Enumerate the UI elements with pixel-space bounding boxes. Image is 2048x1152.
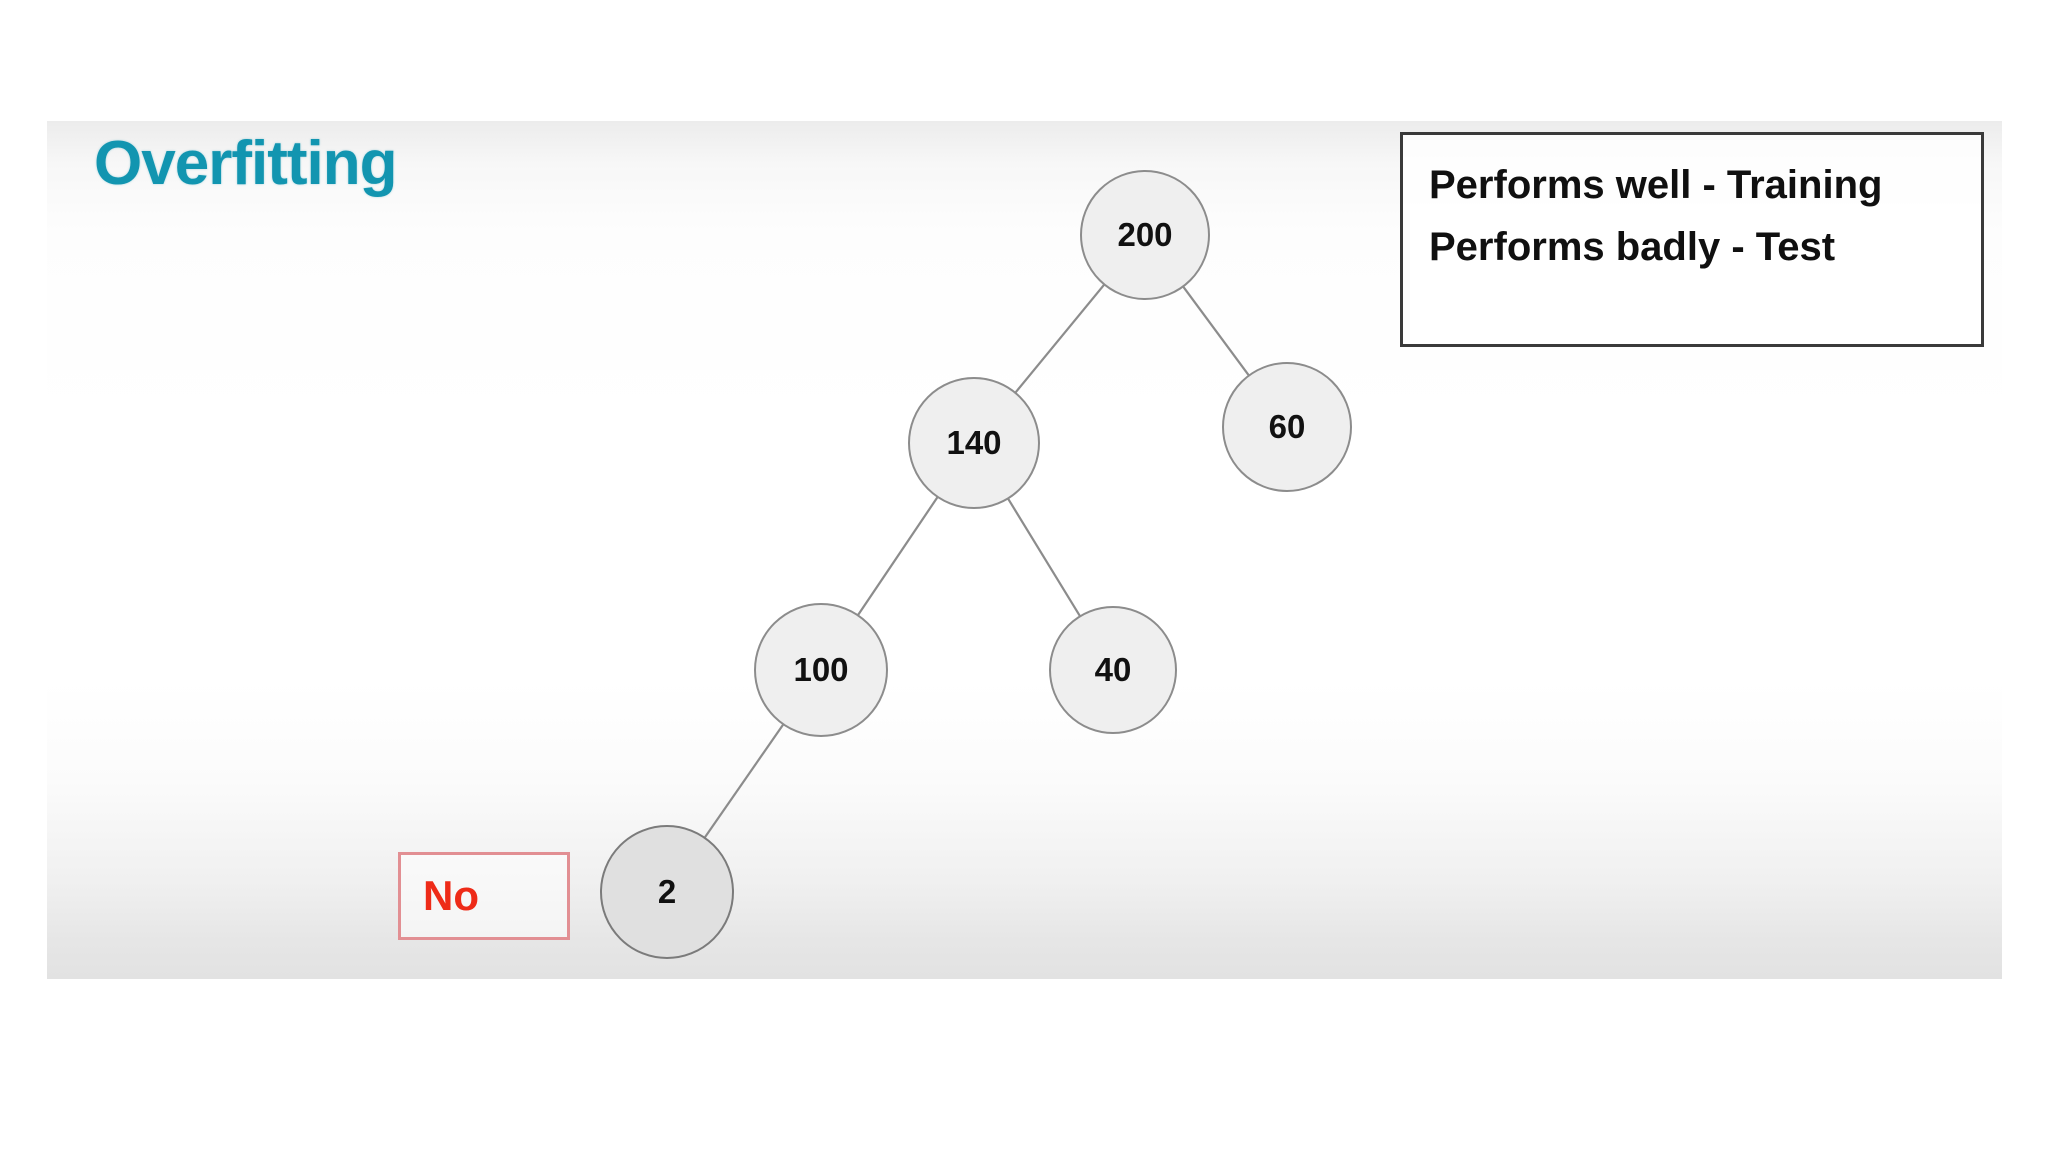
- tree-node-label: 40: [1094, 651, 1132, 688]
- callout-line-test: Performs badly - Test: [1429, 225, 1836, 269]
- tree-node-200: 200: [1080, 170, 1210, 300]
- tree-node-label: 2: [657, 873, 677, 910]
- tree-node-60: 60: [1222, 362, 1352, 492]
- tree-edge: [856, 496, 939, 616]
- page-title: Overfitting: [94, 129, 397, 198]
- tree-edge: [1007, 497, 1082, 617]
- no-annotation-label: No: [423, 872, 479, 919]
- no-annotation-box: No: [398, 852, 570, 940]
- tree-edge: [1182, 285, 1250, 377]
- tree-node-label: 200: [1117, 216, 1173, 253]
- callout-line-training: Performs well - Training: [1429, 163, 1883, 207]
- decision-tree-edges: [703, 283, 1250, 839]
- tree-node-100: 100: [754, 603, 888, 737]
- slide-canvas: Overfitting 200 140 60 100 40 2 No Performs w…: [47, 121, 2002, 979]
- tree-node-40: 40: [1049, 606, 1177, 734]
- tree-node-label: 140: [946, 424, 1002, 461]
- tree-edge: [1014, 283, 1106, 394]
- tree-edge: [703, 723, 785, 839]
- tree-node-2: 2: [600, 825, 734, 959]
- tree-node-label: 60: [1268, 408, 1306, 445]
- tree-node-label: 100: [793, 651, 849, 688]
- overfitting-callout-box: Performs well - Training Performs badly …: [1400, 132, 1984, 347]
- tree-node-140: 140: [908, 377, 1040, 509]
